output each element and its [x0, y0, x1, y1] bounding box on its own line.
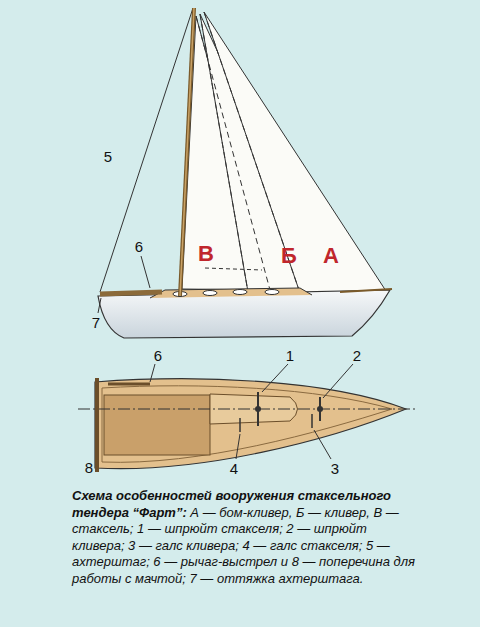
cabin: [150, 288, 312, 298]
sail-letter: Б: [281, 244, 297, 268]
leader-line: [262, 364, 288, 392]
hull-side: [98, 290, 390, 338]
portholes: [173, 290, 279, 297]
lever-boom-plan: [108, 383, 150, 386]
leader-line: [236, 434, 240, 459]
jib-tack: [311, 414, 313, 428]
leader-line: [141, 256, 150, 288]
centerline: [78, 409, 418, 410]
callout-number: 4: [230, 460, 238, 477]
deck-edge: [102, 386, 392, 463]
leader-line: [323, 364, 353, 398]
mast-highlight: [180, 8, 194, 296]
sail-letter: В: [198, 242, 214, 266]
leader-line: [150, 364, 155, 382]
sprit: [205, 268, 262, 270]
hull-plan: [95, 379, 406, 469]
callout-number: 2: [353, 347, 361, 364]
callout-number: 6: [135, 238, 143, 255]
callout-number: 7: [92, 314, 100, 331]
callout-number: 8: [85, 459, 93, 476]
callout-number: 5: [104, 148, 112, 165]
staysail-tack: [239, 418, 241, 432]
callout-number: 1: [286, 347, 294, 364]
fitting: [317, 406, 323, 412]
mast: [180, 8, 194, 296]
callout-number: 3: [331, 460, 339, 477]
mast-step: [255, 406, 261, 412]
leader-line: [98, 298, 101, 313]
crossbar: [95, 378, 99, 472]
flying-jib-leech: [204, 12, 300, 293]
sail-letter: А: [323, 244, 339, 268]
callout-number: 6: [154, 347, 162, 364]
cockpit: [104, 395, 210, 455]
caption-block: Схема особенностей вооружения стаксельно…: [72, 488, 422, 587]
backstay: [100, 8, 193, 292]
bowsprit: [340, 289, 392, 292]
leader-line: [314, 430, 331, 459]
lever-boom: [100, 292, 162, 294]
flying-jib: [204, 12, 386, 293]
